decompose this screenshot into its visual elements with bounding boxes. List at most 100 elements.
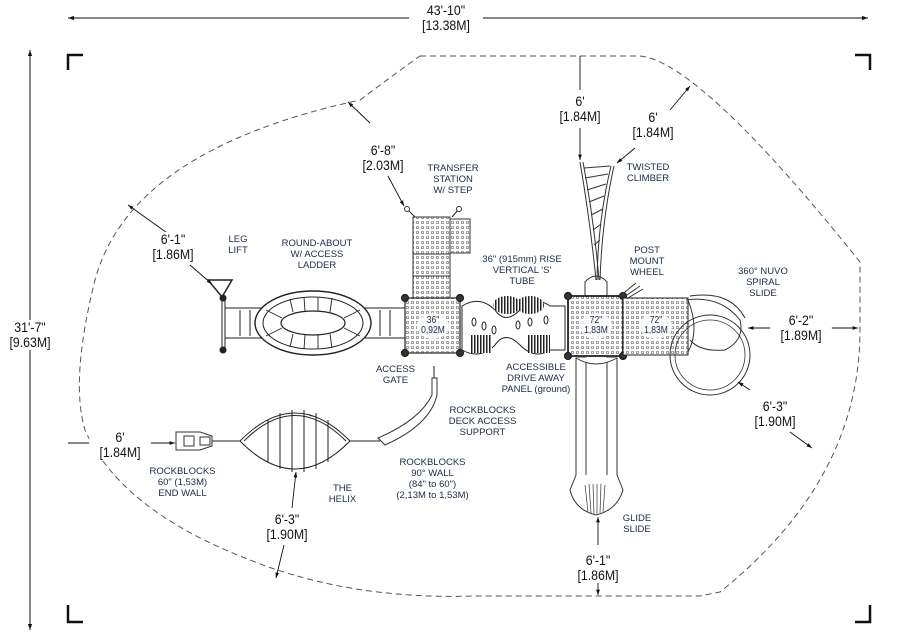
dimension-metric: [1.84M] bbox=[99, 444, 141, 460]
label-line: END WALL bbox=[158, 488, 207, 499]
dimension-metric: [1.89M] bbox=[780, 327, 822, 343]
dimension-helix: 6'-3" [1.90M] bbox=[256, 512, 318, 542]
post-mount-wheel-equipment bbox=[619, 282, 644, 299]
dimension-twisted-climber-top: 6' [1.84M] bbox=[549, 94, 611, 124]
label-line: 60" (1,53M) bbox=[157, 477, 208, 488]
clearance-dimension-lines bbox=[68, 56, 858, 595]
label-line: DECK ACCESS bbox=[448, 416, 517, 427]
overall-depth-dimension: 31'-7" [9.63M] bbox=[3, 319, 57, 350]
dimension-spiral-slide-side: 6'-2" [1.89M] bbox=[770, 313, 832, 343]
leg-lift-equipment bbox=[206, 279, 234, 354]
spiral-slide-equipment bbox=[669, 294, 751, 396]
overall-width-imperial: 43'-10" bbox=[426, 2, 466, 18]
label-line: HELIX bbox=[328, 494, 357, 505]
deck-height-metric: 1,83M bbox=[584, 325, 608, 336]
dimension-imperial: 6'-3" bbox=[762, 398, 788, 414]
dimension-metric: [1.90M] bbox=[266, 526, 308, 542]
label-line: ROUND-ABOUT bbox=[281, 238, 353, 249]
label-deck-access-support: ROCKBLOCKS DECK ACCESS SUPPORT bbox=[445, 405, 520, 438]
dimension-end-wall: 6' [1.84M] bbox=[89, 430, 151, 460]
deck-height-imperial: 36" bbox=[426, 315, 440, 326]
label-twisted-climber: TWISTED CLIMBER bbox=[618, 162, 678, 184]
label-line: GLIDE bbox=[622, 513, 652, 524]
dimension-transfer-station: 6'-8" [2.03M] bbox=[352, 143, 414, 173]
label-line: STATION bbox=[433, 174, 473, 185]
dimension-metric: [1.84M] bbox=[632, 124, 674, 140]
label-line: (84" to 60") bbox=[408, 479, 457, 490]
label-line: MOUNT bbox=[629, 256, 665, 267]
twisted-climber-equipment bbox=[579, 161, 615, 296]
use-zone-boundary bbox=[78, 55, 861, 597]
dimension-imperial: 6' bbox=[115, 429, 125, 445]
deck-height-imperial: 72" bbox=[649, 315, 663, 326]
label-ninety-wall: ROCKBLOCKS 90° WALL (84" to 60") (2,13M … bbox=[390, 457, 475, 501]
label-line: PANEL (ground) bbox=[501, 384, 571, 395]
label-line: LIFT bbox=[228, 245, 248, 256]
round-about-equipment bbox=[224, 290, 406, 356]
label-post-mount-wheel: POST MOUNT WHEEL bbox=[622, 245, 672, 278]
dimension-metric: [1.84M] bbox=[559, 108, 601, 124]
label-line: 360° NUVO bbox=[738, 266, 788, 277]
label-line: 36" (915mm) RISE bbox=[482, 254, 562, 265]
dimension-imperial: 6' bbox=[648, 109, 658, 125]
label-line: TWISTED bbox=[626, 162, 670, 173]
label-drive-away-panel: ACCESSIBLE DRIVE AWAY PANEL (ground) bbox=[496, 362, 576, 395]
label-line: 90° WALL bbox=[411, 468, 454, 479]
label-end-wall: ROCKBLOCKS 60" (1,53M) END WALL bbox=[145, 466, 220, 499]
transfer-station-equipment bbox=[404, 206, 471, 299]
dimension-imperial: 6'-8" bbox=[370, 142, 396, 158]
label-line: GATE bbox=[382, 375, 409, 386]
label-line: LADDER bbox=[297, 260, 337, 271]
label-spiral-slide: 360° NUVO SPIRAL SLIDE bbox=[728, 266, 798, 299]
deck-height-metric: 0,92M bbox=[421, 325, 445, 336]
label-line: VERTICAL 'S' bbox=[492, 265, 552, 276]
label-line: ROCKBLOCKS bbox=[399, 457, 466, 468]
label-line: ACCESSIBLE bbox=[506, 362, 566, 373]
dimension-imperial: 6' bbox=[575, 93, 585, 109]
label-line: W/ STEP bbox=[433, 185, 473, 196]
dimension-metric: [2.03M] bbox=[362, 157, 404, 173]
label-line: DRIVE AWAY bbox=[507, 373, 565, 384]
glide-slide-equipment bbox=[569, 357, 624, 516]
dimension-imperial: 6'-1" bbox=[585, 552, 611, 568]
dimension-leg-lift: 6'-1" [1.86M] bbox=[142, 232, 204, 262]
label-access-gate: ACCESS GATE bbox=[368, 364, 423, 386]
dimension-spiral-slide-diag: 6'-3" [1.90M] bbox=[744, 399, 806, 429]
deck-height-metric: 1,83M bbox=[644, 325, 668, 336]
end-wall-equipment bbox=[175, 431, 213, 451]
label-transfer-station: TRANSFER STATION W/ STEP bbox=[418, 163, 488, 196]
deck-height-72-b: 72" 1,83M bbox=[639, 313, 673, 339]
overall-width-dimension: 43'-10" [13.38M] bbox=[409, 3, 483, 33]
dimension-imperial: 6'-1" bbox=[160, 231, 186, 247]
label-helix: THE HELIX bbox=[320, 483, 365, 505]
label-round-about: ROUND-ABOUT W/ ACCESS LADDER bbox=[272, 238, 362, 271]
label-line: ACCESS bbox=[375, 364, 416, 375]
ninety-wall-equipment bbox=[377, 366, 438, 446]
label-s-tube: 36" (915mm) RISE VERTICAL 'S' TUBE bbox=[472, 254, 572, 287]
label-line: ROCKBLOCKS bbox=[149, 466, 216, 477]
dimension-metric: [1.86M] bbox=[152, 246, 194, 262]
deck-height-72-a: 72" 1,83M bbox=[579, 313, 613, 339]
deck-height-36: 36" 0,92M bbox=[416, 313, 450, 339]
label-leg-lift: LEG LIFT bbox=[218, 234, 258, 256]
overall-depth-imperial: 31'-7" bbox=[14, 319, 46, 335]
dimension-metric: [1.90M] bbox=[754, 413, 796, 429]
dimension-twisted-climber-diag: 6' [1.84M] bbox=[622, 110, 684, 140]
dimension-glide-slide: 6'-1" [1.86M] bbox=[567, 553, 629, 583]
helix-equipment bbox=[210, 410, 380, 472]
label-line: TUBE bbox=[509, 276, 535, 287]
label-line: SUPPORT bbox=[459, 427, 506, 438]
label-line: THE bbox=[333, 483, 352, 494]
label-line: W/ ACCESS bbox=[290, 249, 344, 260]
label-line: SLIDE bbox=[623, 524, 651, 535]
s-tube-equipment bbox=[461, 296, 566, 355]
label-line: CLIMBER bbox=[626, 173, 670, 184]
label-line: TRANSFER bbox=[427, 163, 479, 174]
deck-height-imperial: 72" bbox=[589, 315, 603, 326]
dimension-imperial: 6'-3" bbox=[274, 511, 300, 527]
overall-width-metric: [13.38M] bbox=[422, 17, 470, 33]
label-line: ROCKBLOCKS bbox=[449, 405, 516, 416]
dimension-imperial: 6'-2" bbox=[788, 312, 814, 328]
overall-depth-metric: [9.63M] bbox=[9, 334, 51, 350]
